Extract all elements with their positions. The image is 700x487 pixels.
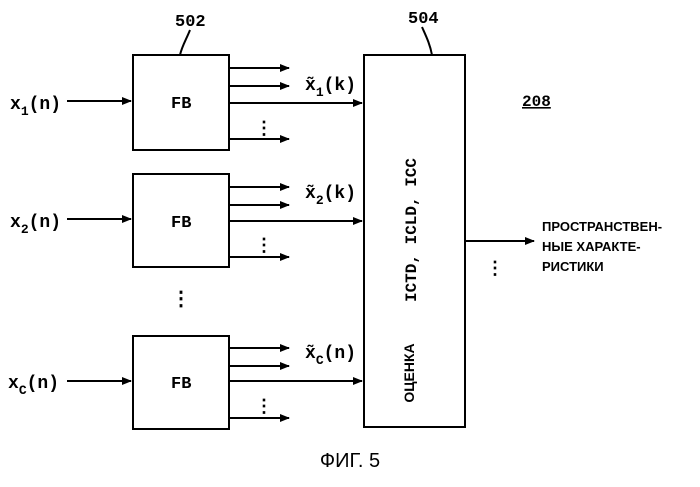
fbc-ellipsis: ⋮ (255, 398, 273, 418)
output-ellipsis: ⋮ (486, 260, 504, 280)
filterbank-label-1: FB (171, 95, 191, 114)
figure-caption: ФИГ. 5 (0, 450, 700, 473)
input-label-c: xC(n) (8, 374, 59, 398)
output-spatial-label: ПРОСТРАНСТВЕН- НЫЕ ХАРАКТЕ- РИСТИКИ (542, 217, 697, 277)
output-line-1: ПРОСТРАНСТВЕН- (542, 217, 697, 237)
ref-504: 504 (408, 10, 439, 29)
rows-ellipsis: ⋮ (171, 289, 191, 312)
output-line-2: НЫЕ ХАРАКТЕ- (542, 237, 697, 257)
transformed-label-1: x̃1(k) (305, 76, 356, 100)
transformed-label-c: x̃C(n) (305, 344, 356, 368)
output-line-3: РИСТИКИ (542, 257, 697, 277)
filterbank-label-2: FB (171, 214, 191, 233)
fb1-ellipsis: ⋮ (255, 120, 273, 140)
estimator-estimate-label: ОЦЕНКА (401, 343, 417, 402)
input-label-2: x2(n) (10, 213, 61, 237)
estimator-params-label: ICTD, ICLD, ICC (403, 158, 421, 302)
input-label-1: x1(n) (10, 95, 61, 119)
ref-504-leader (422, 27, 432, 55)
ref-502-leader (180, 30, 190, 55)
transformed-label-2: x̃2(k) (305, 184, 356, 208)
ref-502: 502 (175, 13, 206, 32)
fb2-ellipsis: ⋮ (255, 237, 273, 257)
filterbank-label-c: FB (171, 375, 191, 394)
ref-208: 208 (522, 93, 551, 111)
